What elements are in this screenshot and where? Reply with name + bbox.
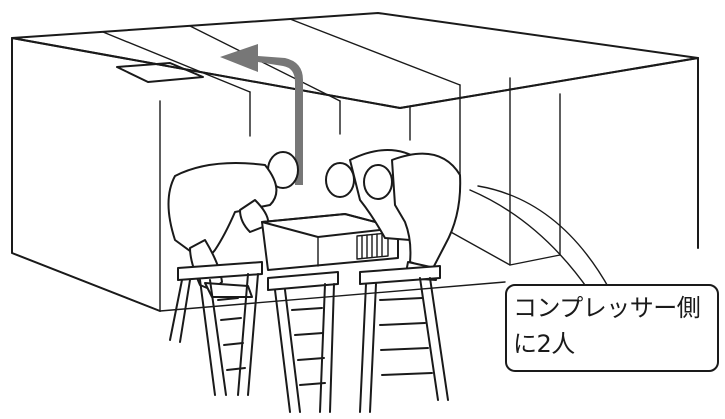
callout-pointer <box>470 186 610 292</box>
housing-front-edge <box>12 38 698 108</box>
ladder-middle-leg-b <box>320 284 334 412</box>
ladder-right-leg-a <box>360 284 376 412</box>
callout-line-1: コンプレッサー側 <box>513 290 717 326</box>
seam-2 <box>190 26 340 101</box>
person-middle-head <box>326 163 354 197</box>
person-right-torso <box>392 154 460 270</box>
ladder-right-top <box>360 266 440 284</box>
person-right-head <box>364 165 392 199</box>
ladder-middle-leg-a <box>275 290 300 412</box>
housing-left-face <box>12 38 160 311</box>
top-opening <box>117 63 203 82</box>
seam-3 <box>290 19 460 85</box>
interior-floor <box>440 226 560 265</box>
ladder-right-leg-b <box>420 278 448 400</box>
callout-label: コンプレッサー側 に2人 <box>505 284 719 372</box>
ladder-left-leg-a <box>170 280 190 342</box>
housing-top-face <box>12 13 698 108</box>
callout-line-2: に2人 <box>513 326 717 362</box>
callout-pointer-line-a <box>470 190 590 292</box>
ladder-middle-top <box>268 272 338 290</box>
ladder-middle-steps <box>292 308 325 385</box>
ladder-middle <box>268 272 338 412</box>
seam-1 <box>103 32 250 92</box>
ladder-left-top <box>178 262 262 280</box>
